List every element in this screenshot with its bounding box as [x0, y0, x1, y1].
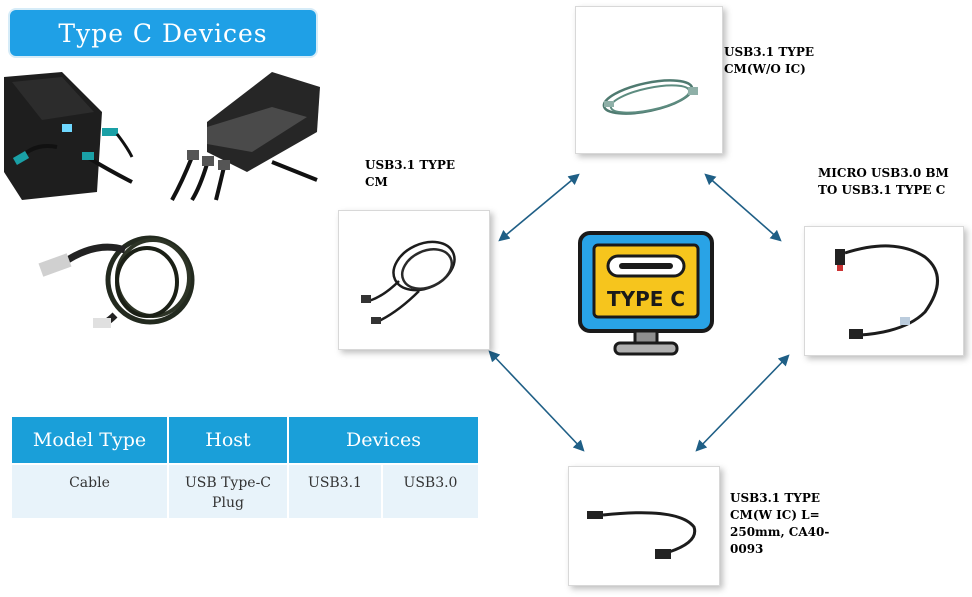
- spec-table: Model Type Host Devices Cable USB Type-C…: [10, 415, 480, 520]
- table-header-row: Model Type Host Devices: [10, 415, 480, 465]
- type-c-monitor-icon: TYPE C: [578, 231, 714, 356]
- monitor-text: TYPE C: [607, 287, 685, 311]
- cell-model-type: Cable: [10, 463, 169, 520]
- page-title: Type C Devices: [58, 18, 268, 48]
- cable-bottom-photo: [587, 511, 697, 559]
- cable-left-photo: [361, 240, 456, 324]
- cable-left-label: USB3.1 TYPE CM: [365, 158, 455, 189]
- table-row: Cable USB Type-C Plug USB3.1 USB3.0: [10, 463, 480, 520]
- cable-top-photo: [602, 79, 698, 115]
- arrow-top-right: [704, 173, 782, 242]
- cell-device-usb30: USB3.0: [381, 463, 480, 520]
- power-bank-photo: [2, 72, 322, 202]
- cell-host: USB Type-C Plug: [167, 463, 289, 520]
- cable-right-photo: [835, 244, 939, 339]
- cable-top-frame: [575, 6, 723, 154]
- arrow-right-bottom: [695, 354, 790, 452]
- arrow-left-bottom: [488, 350, 585, 452]
- cable-left-frame: [338, 210, 490, 350]
- coiled-cable-photo: [38, 235, 195, 328]
- cable-bottom-frame: [568, 466, 720, 586]
- arrow-left-top: [498, 173, 580, 242]
- cable-top-label: USB3.1 TYPE CM(W/O IC): [724, 45, 814, 76]
- cable-right-frame: [804, 226, 964, 356]
- header-devices: Devices: [287, 415, 480, 465]
- cell-device-usb31: USB3.1: [287, 463, 383, 520]
- title-badge: Type C Devices: [8, 8, 318, 58]
- header-host: Host: [167, 415, 289, 465]
- cable-right-label: MICRO USB3.0 BM TO USB3.1 TYPE C: [818, 166, 949, 197]
- cable-bottom-label: USB3.1 TYPE CM(W IC) L= 250mm, CA40- 009…: [730, 491, 830, 556]
- header-model-type: Model Type: [10, 415, 169, 465]
